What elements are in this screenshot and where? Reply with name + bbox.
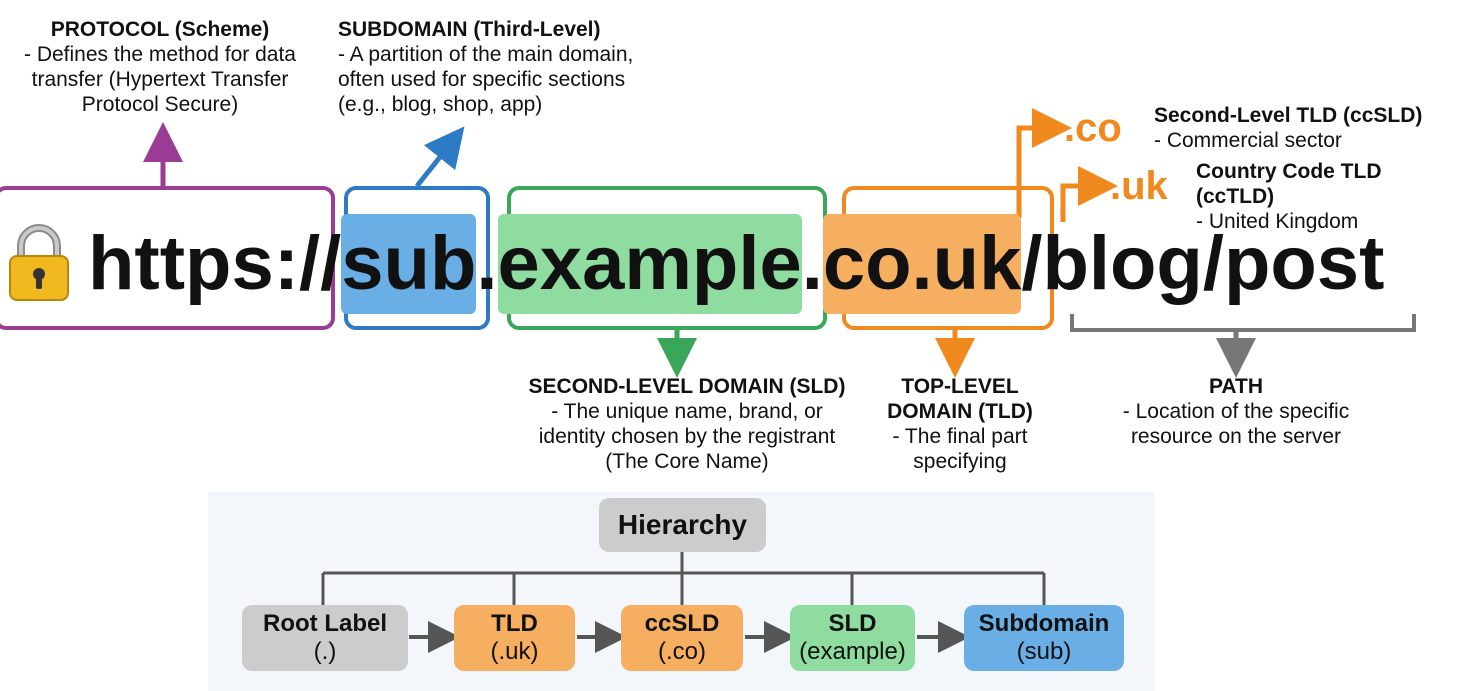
subdomain-desc: - A partition of the main domain, often … bbox=[338, 43, 634, 116]
hierarchy-title: Hierarchy bbox=[599, 498, 766, 552]
node-sld-sub: (example) bbox=[799, 638, 906, 665]
url-text: https://sub.example.co.uk/blog/post bbox=[88, 214, 1384, 314]
ccsld-label: Second-Level TLD (ccSLD) - Commercial se… bbox=[1154, 103, 1454, 153]
subdomain-label: SUBDOMAIN (Third-Level) - A partition of… bbox=[338, 17, 648, 117]
url-scheme: https:// bbox=[88, 221, 342, 306]
url-dot-1: . bbox=[476, 221, 498, 306]
tld-title: TOP-LEVEL DOMAIN (TLD) bbox=[887, 375, 1033, 423]
node-tld-sub: (.uk) bbox=[490, 638, 539, 665]
url-sld: example bbox=[497, 214, 802, 314]
subdomain-title: SUBDOMAIN (Third-Level) bbox=[338, 18, 601, 41]
node-ccsld-sub: (.co) bbox=[658, 638, 706, 665]
protocol-title: PROTOCOL (Scheme) bbox=[50, 18, 270, 41]
node-sld-title: SLD bbox=[828, 610, 877, 637]
url-tld: co.uk bbox=[822, 214, 1022, 314]
hierarchy-node-subdomain: Subdomain (sub) bbox=[964, 605, 1124, 671]
cctld-mark: .uk bbox=[1110, 164, 1168, 208]
hierarchy-node-tld: TLD (.uk) bbox=[454, 605, 575, 671]
tld-desc: - The final part specifying bbox=[892, 425, 1028, 473]
url-subdomain: sub bbox=[341, 214, 477, 314]
sld-label: SECOND-LEVEL DOMAIN (SLD) - The unique n… bbox=[512, 374, 862, 474]
sld-title: SECOND-LEVEL DOMAIN (SLD) bbox=[528, 375, 846, 398]
hierarchy-node-sld: SLD (example) bbox=[790, 605, 915, 671]
ccsld-desc: - Commercial sector bbox=[1154, 129, 1342, 152]
cctld-arrow bbox=[1060, 166, 1118, 222]
url-dot-2: . bbox=[801, 221, 823, 306]
protocol-box bbox=[0, 186, 335, 330]
subdomain-arrow bbox=[415, 126, 465, 188]
path-title: PATH bbox=[1208, 375, 1264, 398]
ccsld-mark: .co bbox=[1064, 106, 1122, 150]
hierarchy-node-ccsld: ccSLD (.co) bbox=[621, 605, 743, 671]
tld-label: TOP-LEVEL DOMAIN (TLD) - The final part … bbox=[870, 374, 1050, 474]
protocol-desc: - Defines the method for data transfer (… bbox=[24, 43, 296, 116]
node-subdomain-title: Subdomain bbox=[978, 610, 1110, 637]
ccsld-title: Second-Level TLD (ccSLD) bbox=[1154, 104, 1423, 127]
hierarchy-title-text: Hierarchy bbox=[617, 509, 748, 540]
url-path: /blog/post bbox=[1021, 221, 1385, 306]
cctld-desc: - United Kingdom bbox=[1196, 210, 1359, 233]
cctld-title: Country Code TLD (ccTLD) bbox=[1196, 160, 1382, 208]
cctld-label: Country Code TLD (ccTLD) - United Kingdo… bbox=[1196, 159, 1465, 234]
node-tld-title: TLD bbox=[491, 610, 538, 637]
path-label: PATH - Location of the specific resource… bbox=[1096, 374, 1376, 449]
node-root-title: Root Label bbox=[263, 610, 387, 637]
sld-desc: - The unique name, brand, or identity ch… bbox=[538, 400, 836, 473]
path-bracket bbox=[1070, 314, 1416, 332]
path-desc: - Location of the specific resource on t… bbox=[1122, 400, 1350, 448]
padlock-icon bbox=[9, 224, 69, 301]
node-root-sub: (.) bbox=[313, 638, 337, 665]
hierarchy-node-root: Root Label (.) bbox=[242, 605, 408, 671]
node-ccsld-title: ccSLD bbox=[644, 610, 720, 637]
protocol-label: PROTOCOL (Scheme) - Defines the method f… bbox=[10, 17, 310, 117]
node-subdomain-sub: (sub) bbox=[1016, 638, 1072, 665]
